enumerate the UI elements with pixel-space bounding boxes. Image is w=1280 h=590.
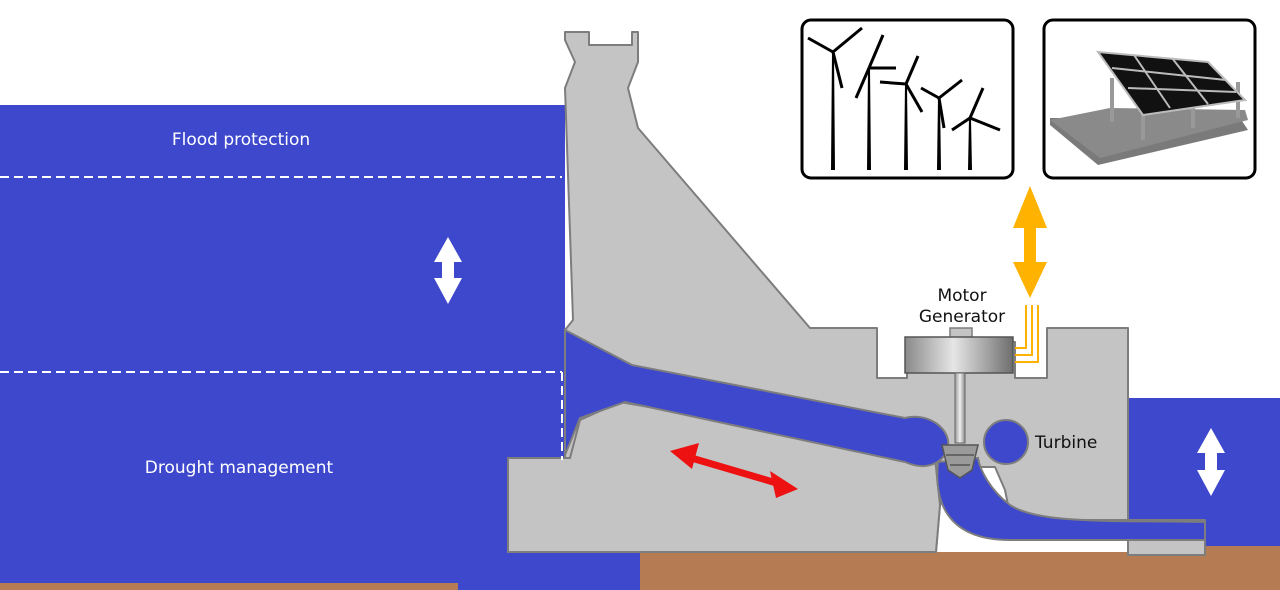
solar-panel-box [1042, 18, 1257, 180]
flow-direction-arrow-icon [670, 443, 798, 498]
lower-level-arrow-icon [1197, 428, 1225, 496]
motor-label: Motor [937, 286, 986, 306]
wind-turbines-icon [807, 26, 1001, 170]
solar-panel-icon [1050, 50, 1248, 165]
level-lines [0, 176, 563, 460]
flood-protection-label: Flood protection [172, 130, 310, 150]
drought-management-label: Drought management [145, 458, 334, 478]
generator-label: Generator [919, 307, 1005, 327]
power-cables [1015, 305, 1039, 363]
wind-turbines-panel [800, 18, 1015, 180]
turbine-runner-icon [941, 444, 979, 479]
power-exchange-arrow-icon [1013, 186, 1047, 298]
upper-reservoir [0, 105, 640, 590]
upper-level-arrow-icon [434, 237, 462, 304]
turbine-label: Turbine [1034, 433, 1097, 453]
motor-generator [904, 327, 1014, 444]
